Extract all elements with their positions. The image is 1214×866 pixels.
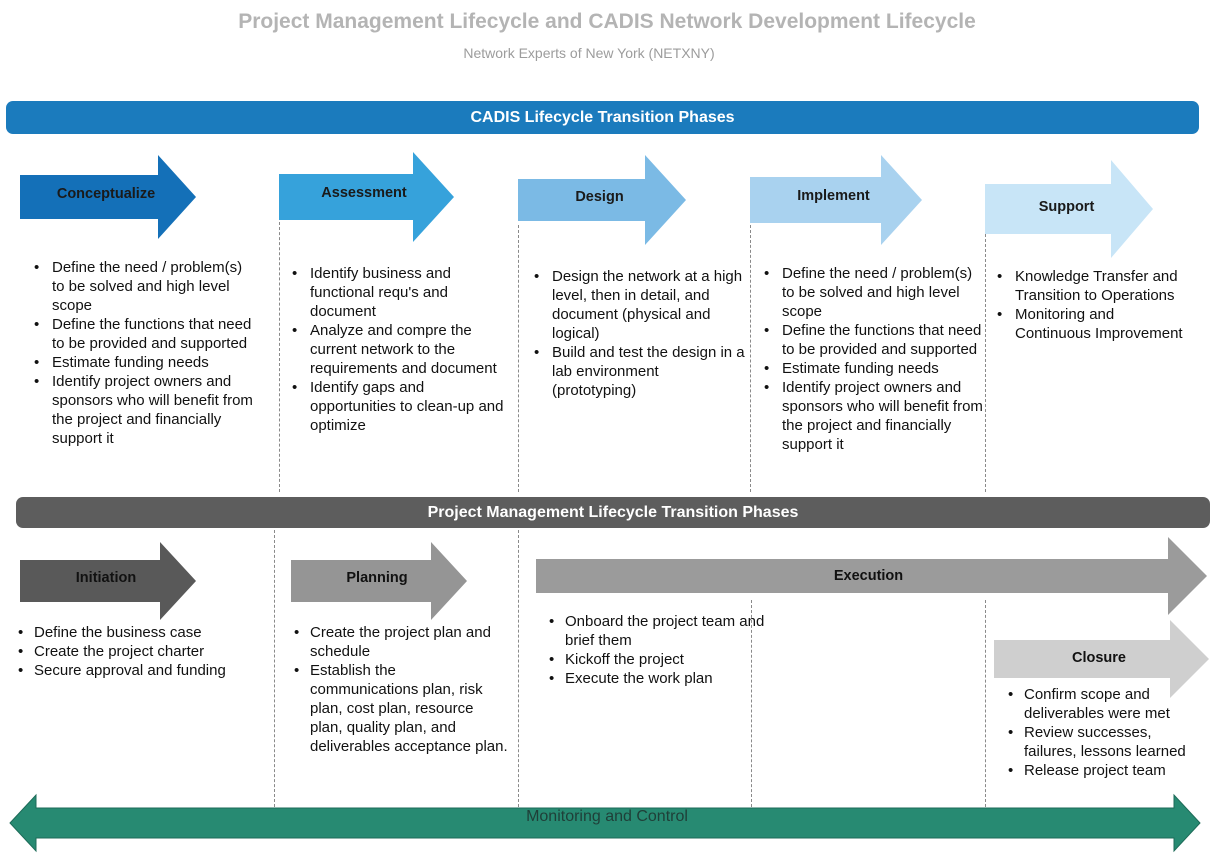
list-item: Identify project owners and sponsors who…	[32, 372, 257, 448]
list-item: Onboard the project team and brief them	[547, 612, 797, 650]
list-item: Identify business and functional requ's …	[290, 264, 512, 321]
implement-arrow-shape	[750, 155, 922, 245]
pm-divider	[751, 600, 752, 807]
cadis-banner: CADIS Lifecycle Transition Phases	[6, 101, 1199, 134]
cadis-divider	[985, 234, 986, 492]
cadis-banner-label: CADIS Lifecycle Transition Phases	[470, 108, 735, 126]
cadis-divider	[279, 222, 280, 492]
execution-arrow-shape	[536, 537, 1207, 615]
support-bullets: Knowledge Transfer and Transition to Ope…	[995, 267, 1185, 343]
closure-arrow-shape	[994, 620, 1209, 698]
list-item: Define the need / problem(s) to be solve…	[762, 264, 984, 321]
list-item: Create the project charter	[16, 642, 256, 661]
design-bullets: Design the network at a high level, then…	[532, 267, 746, 400]
closure-bullets: Confirm scope and deliverables were met …	[1006, 685, 1196, 780]
cadis-divider	[518, 225, 519, 492]
phase-label-assessment: Assessment	[321, 185, 407, 201]
list-item: Review successes, failures, lessons lear…	[1006, 723, 1196, 761]
cadis-divider	[750, 225, 751, 492]
conceptualize-arrow	[20, 155, 196, 239]
monitoring-double-arrow	[9, 793, 1201, 853]
phase-label-planning: Planning	[346, 570, 408, 586]
execution-arrow	[536, 537, 1207, 615]
list-item: Define the functions that need to be pro…	[32, 315, 257, 353]
phase-label-design: Design	[575, 189, 624, 205]
list-item: Estimate funding needs	[762, 359, 984, 378]
closure-arrow	[994, 620, 1209, 698]
list-item: Identify gaps and opportunities to clean…	[290, 378, 512, 435]
page-title: Project Management Lifecycle and CADIS N…	[238, 10, 976, 33]
phase-label-closure: Closure	[1072, 650, 1126, 666]
list-item: Secure approval and funding	[16, 661, 256, 680]
pm-divider	[985, 600, 986, 807]
execution-bullets: Onboard the project team and brief them …	[547, 612, 797, 688]
list-item: Monitoring and Continuous Improvement	[995, 305, 1185, 343]
pm-banner: Project Management Lifecycle Transition …	[16, 497, 1210, 528]
design-arrow-shape	[518, 155, 686, 245]
planning-arrow-shape	[291, 542, 467, 620]
phase-label-implement: Implement	[797, 188, 870, 204]
planning-bullets: Create the project plan and schedule Est…	[292, 623, 508, 756]
list-item: Establish the communications plan, risk …	[292, 661, 508, 756]
initiation-bullets: Define the business case Create the proj…	[16, 623, 256, 680]
support-arrow-shape	[985, 160, 1153, 258]
phase-label-initiation: Initiation	[75, 570, 137, 586]
planning-arrow	[291, 542, 467, 620]
list-item: Create the project plan and schedule	[292, 623, 508, 661]
list-item: Define the functions that need to be pro…	[762, 321, 984, 359]
conceptualize-arrow-shape	[20, 155, 196, 239]
list-item: Build and test the design in a lab envir…	[532, 343, 746, 400]
pm-divider	[518, 530, 519, 807]
list-item: Design the network at a high level, then…	[532, 267, 746, 343]
design-arrow	[518, 155, 686, 245]
assessment-arrow	[279, 152, 454, 242]
list-item: Identify project owners and sponsors who…	[762, 378, 984, 454]
monitoring-label: Monitoring and Control	[526, 808, 688, 825]
assessment-bullets: Identify business and functional requ's …	[290, 264, 512, 435]
monitoring-double-arrow-shape	[9, 793, 1201, 853]
list-item: Define the need / problem(s) to be solve…	[32, 258, 257, 315]
initiation-arrow	[20, 542, 196, 620]
phase-label-execution: Execution	[833, 568, 904, 584]
list-item: Release project team	[1006, 761, 1196, 780]
list-item: Confirm scope and deliverables were met	[1006, 685, 1196, 723]
list-item: Kickoff the project	[547, 650, 797, 669]
page-subtitle: Network Experts of New York (NETXNY)	[463, 45, 715, 61]
list-item: Estimate funding needs	[32, 353, 257, 372]
assessment-arrow-shape	[279, 152, 454, 242]
conceptualize-bullets: Define the need / problem(s) to be solve…	[32, 258, 257, 448]
phase-label-support: Support	[1038, 199, 1095, 215]
list-item: Define the business case	[16, 623, 256, 642]
implement-bullets: Define the need / problem(s) to be solve…	[762, 264, 984, 454]
initiation-arrow-shape	[20, 542, 196, 620]
support-arrow	[985, 160, 1153, 258]
pm-divider	[274, 530, 275, 807]
list-item: Knowledge Transfer and Transition to Ope…	[995, 267, 1185, 305]
pm-banner-label: Project Management Lifecycle Transition …	[427, 503, 799, 521]
phase-label-conceptualize: Conceptualize	[56, 186, 156, 202]
list-item: Execute the work plan	[547, 669, 797, 688]
list-item: Analyze and compre the current network t…	[290, 321, 512, 378]
implement-arrow	[750, 155, 922, 245]
